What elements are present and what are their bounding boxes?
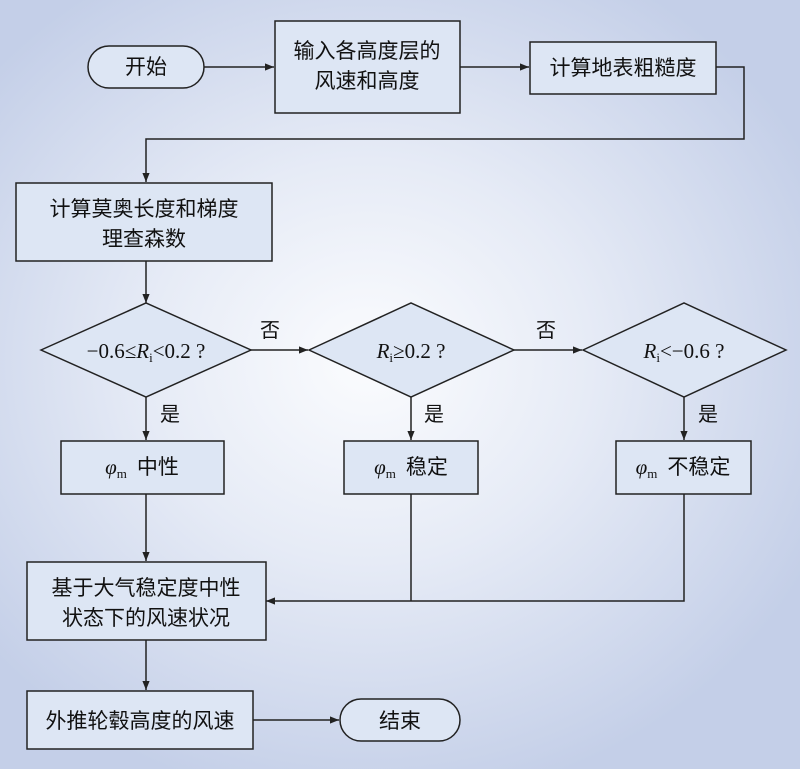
yes-label-1: 是 — [160, 402, 180, 426]
yes-label-2: 是 — [424, 402, 444, 426]
neutral-state-box — [26, 561, 267, 641]
decision2-label: Ri≥0.2 ? — [376, 339, 446, 365]
input-label-line1: 输入各高度层的 — [294, 39, 441, 63]
neutral-state-label-line2: 状态下的风速状况 — [62, 606, 230, 630]
decision3-label: Ri<−0.6 ? — [643, 339, 725, 365]
decision1-label: −0.6≤Ri<0.2 ? — [87, 339, 206, 365]
edge-unstable-state — [266, 494, 685, 605]
monin-label-line1: 计算莫奥长度和梯度 — [50, 197, 239, 221]
input-label-line2: 风速和高度 — [315, 69, 420, 93]
decision3-diamond — [581, 302, 788, 398]
monin-box — [15, 182, 273, 262]
extrapolate-box — [26, 690, 254, 750]
yes-label-3: 是 — [698, 402, 718, 426]
no-label-2: 否 — [536, 318, 556, 342]
roughness-box — [529, 41, 717, 95]
edge-roughness-monin — [142, 66, 745, 182]
stable-box — [343, 440, 479, 495]
end-label: 结束 — [379, 709, 421, 733]
start-label: 开始 — [125, 55, 167, 79]
neutral-box — [60, 440, 225, 495]
no-label-1: 否 — [260, 318, 280, 342]
start-terminal — [87, 45, 205, 89]
end-terminal — [339, 698, 461, 742]
monin-label-line2: 理查森数 — [102, 227, 186, 251]
neutral-state-label-line1: 基于大气稳定度中性 — [52, 576, 241, 600]
input-box — [274, 20, 461, 114]
decision1-diamond — [39, 302, 253, 398]
extrapolate-label: 外推轮毂高度的风速 — [46, 709, 235, 733]
unstable-box — [615, 440, 752, 495]
decision2-diamond — [307, 302, 516, 398]
roughness-label: 计算地表粗糙度 — [550, 56, 697, 80]
